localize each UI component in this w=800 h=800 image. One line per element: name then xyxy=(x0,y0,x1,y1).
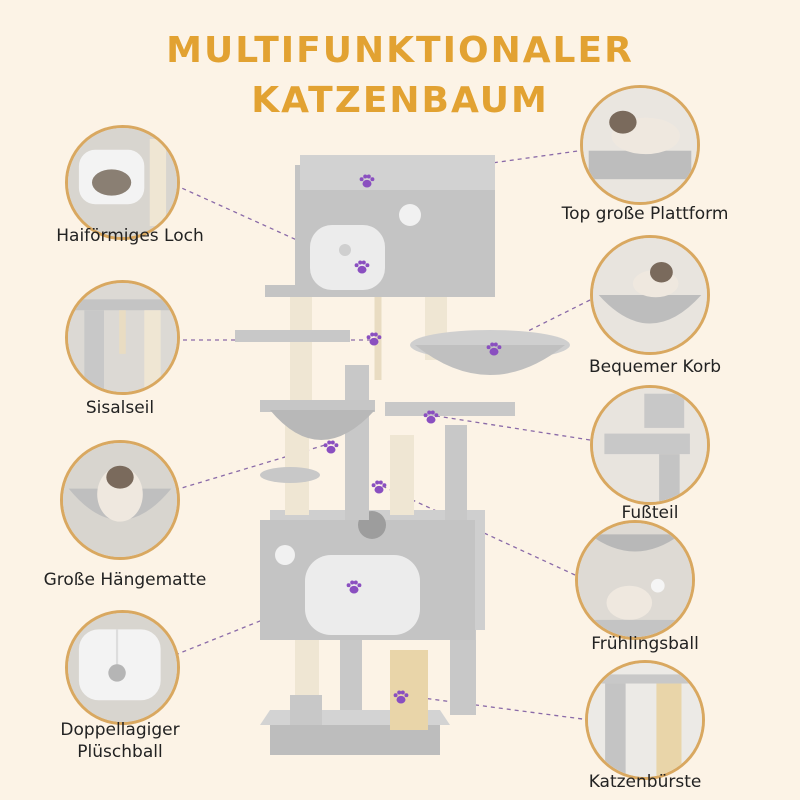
feature-photo-plush-ball xyxy=(65,610,180,725)
headline-line-2: KATZENBAUM xyxy=(251,80,549,121)
feature-photo-shark-hole xyxy=(65,125,180,240)
feature-photo-spring-ball xyxy=(575,520,695,640)
headline-line-1: MULTIFUNKTIONALER xyxy=(166,30,634,71)
feature-label-plush-ball-line-2: Plüschball xyxy=(77,742,163,762)
feature-label-shark-hole: Haiförmiges Loch xyxy=(56,226,204,246)
feature-label-plush-ball-line-1: Doppellagiger xyxy=(60,720,180,740)
feature-photo-top-platform xyxy=(580,85,700,205)
feature-photo-sisal-rope xyxy=(65,280,180,395)
feature-photo-cat-brush xyxy=(585,660,705,780)
feature-label-spring-ball: Frühlingsball xyxy=(591,634,699,654)
paw-print-icon xyxy=(323,440,339,454)
feature-label-foot-step: Fußteil xyxy=(621,503,679,523)
feature-label-sisal-rope: Sisalseil xyxy=(85,398,155,418)
feature-photo-basket xyxy=(590,235,710,355)
feature-label-basket: Bequemer Korb xyxy=(588,357,722,377)
feature-label-hammock: Große Hängematte xyxy=(43,570,207,590)
feature-photo-foot-step xyxy=(590,385,710,505)
feature-label-cat-brush: Katzenbürste xyxy=(588,772,702,792)
leader-line-foot xyxy=(429,414,591,441)
feature-photo-hammock xyxy=(60,440,180,560)
feature-label-top-platform: Top große Plattform xyxy=(561,204,729,224)
paw-print-icon xyxy=(371,480,387,494)
cat-tree-illustration xyxy=(235,155,570,755)
